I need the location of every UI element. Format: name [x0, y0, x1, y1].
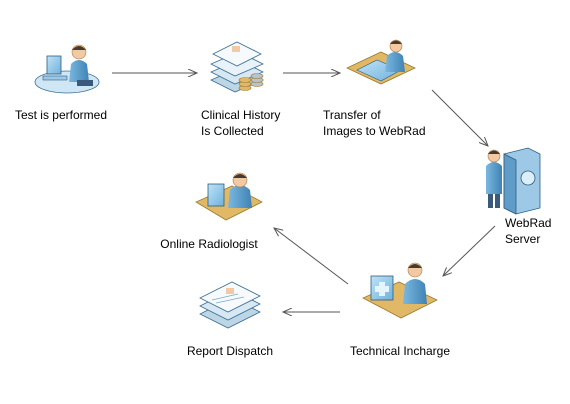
node-label-test: Test is performed: [2, 107, 120, 123]
label-history-line2: Is Collected: [201, 124, 264, 138]
arrow-server-to-incharge: [443, 225, 496, 276]
label-dispatch-text: Report Dispatch: [186, 344, 274, 358]
person-at-computer-desk-icon: [346, 39, 416, 85]
node-label-radiologist: Online Radiologist: [148, 236, 270, 252]
technician-at-workstation-icon: [34, 44, 100, 94]
label-transfer-line2: Images to WebRad: [323, 124, 426, 138]
label-server-line2: Server: [505, 232, 541, 246]
radiologist-at-desk-icon: [195, 172, 263, 221]
label-radiologist-text: Online Radiologist: [160, 237, 258, 251]
label-history-line1: Clinical History: [201, 108, 281, 122]
node-label-incharge: Technical Incharge: [340, 343, 460, 359]
person-with-server-icon: [486, 147, 541, 215]
arrow-incharge-to-radiologist: [274, 228, 349, 285]
label-test-text: Test is performed: [14, 108, 108, 122]
report-documents-icon: [199, 281, 261, 329]
technician-viewing-image-icon: [362, 262, 438, 319]
arrow-transfer-to-server: [431, 89, 488, 146]
node-label-server: WebRad Server: [505, 215, 551, 247]
node-label-history: Clinical History Is Collected: [201, 107, 280, 139]
label-transfer-line1: Transfer of: [323, 108, 381, 122]
label-server-line1: WebRad: [505, 216, 552, 230]
label-incharge-text: Technical Incharge: [349, 344, 451, 358]
node-label-dispatch: Report Dispatch: [170, 343, 290, 359]
documents-and-database-icon: [210, 41, 264, 93]
node-label-transfer: Transfer of Images to WebRad: [323, 107, 426, 139]
